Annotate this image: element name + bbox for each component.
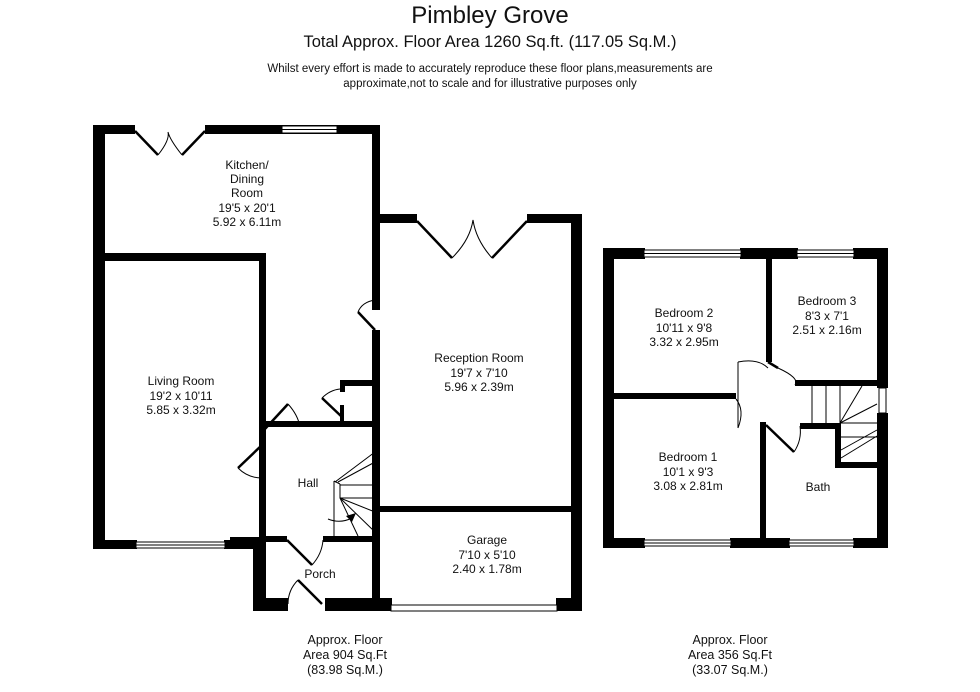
disclaimer-line-2: approximate,not to scale and for illustr… <box>343 78 637 90</box>
room-label-hall: Hall <box>298 476 319 490</box>
svg-text:5.85 x 3.32m: 5.85 x 3.32m <box>146 403 215 417</box>
svg-text:19'5 x 20'1: 19'5 x 20'1 <box>218 201 276 215</box>
svg-text:Bedroom 2: Bedroom 2 <box>655 306 714 320</box>
ground-floor-plan <box>93 125 582 612</box>
svg-text:Reception Room: Reception Room <box>434 351 523 365</box>
room-label-reception-room: Reception Room 19'7 x 7'10 5.96 x 2.39m <box>434 351 523 394</box>
svg-text:10'11 x 9'8: 10'11 x 9'8 <box>656 321 713 335</box>
plan-title: Pimbley Grove <box>411 2 569 29</box>
first-floor-area-line-1: Approx. Floor <box>692 633 768 647</box>
landing-staircase <box>811 385 878 459</box>
svg-text:7'10 x 5'10: 7'10 x 5'10 <box>458 548 516 562</box>
svg-text:Porch: Porch <box>304 567 335 581</box>
room-label-garage: Garage 7'10 x 5'10 2.40 x 1.78m <box>452 533 521 576</box>
garage-door <box>390 604 558 612</box>
ground-floor-area: Approx. Floor Area 904 Sq.Ft (83.98 Sq.M… <box>265 633 425 678</box>
room-label-porch: Porch <box>304 567 335 581</box>
svg-text:19'2 x 10'11: 19'2 x 10'11 <box>149 389 212 403</box>
svg-text:5.92 x 6.11m: 5.92 x 6.11m <box>213 215 281 229</box>
hall-staircase <box>327 451 376 537</box>
room-label-bedroom-1: Bedroom 1 10'1 x 9'3 3.08 x 2.81m <box>653 450 722 493</box>
svg-text:Garage: Garage <box>467 533 507 547</box>
svg-text:5.96 x 2.39m: 5.96 x 2.39m <box>444 380 513 394</box>
svg-text:2.51 x 2.16m: 2.51 x 2.16m <box>792 323 861 337</box>
landing-window <box>878 387 887 414</box>
svg-text:Room: Room <box>231 186 263 200</box>
svg-text:Bedroom 3: Bedroom 3 <box>798 294 857 308</box>
room-label-bedroom-2: Bedroom 2 10'11 x 9'8 3.32 x 2.95m <box>649 306 718 349</box>
ground-floor-area-line-1: Approx. Floor <box>307 633 383 647</box>
total-floor-area: Total Approx. Floor Area 1260 Sq.ft. (11… <box>303 33 677 51</box>
svg-text:8'3 x 7'1: 8'3 x 7'1 <box>805 309 849 323</box>
first-floor-area: Approx. Floor Area 356 Sq.Ft (33.07 Sq.M… <box>650 633 810 678</box>
svg-text:Kitchen/: Kitchen/ <box>225 158 269 172</box>
ground-floor-area-line-3: (83.98 Sq.M.) <box>307 663 383 677</box>
first-floor-area-line-2: Area 356 Sq.Ft <box>687 648 773 662</box>
room-label-bedroom-3: Bedroom 3 8'3 x 7'1 2.51 x 2.16m <box>792 294 861 337</box>
svg-text:Hall: Hall <box>298 476 319 490</box>
svg-text:Living Room: Living Room <box>148 374 215 388</box>
room-label-bath: Bath <box>806 480 831 494</box>
room-label-living-room: Living Room 19'2 x 10'11 5.85 x 3.32m <box>146 374 215 417</box>
first-floor-area-line-3: (33.07 Sq.M.) <box>692 663 768 677</box>
first-floor-plan <box>603 248 888 548</box>
svg-text:19'7 x 7'10: 19'7 x 7'10 <box>450 366 508 380</box>
svg-text:Bedroom 1: Bedroom 1 <box>659 450 718 464</box>
svg-text:3.08 x 2.81m: 3.08 x 2.81m <box>653 479 722 493</box>
svg-text:3.32 x 2.95m: 3.32 x 2.95m <box>649 335 718 349</box>
disclaimer-line-1: Whilst every effort is made to accuratel… <box>267 63 713 75</box>
ground-floor-area-line-2: Area 904 Sq.Ft <box>302 648 388 662</box>
svg-text:10'1 x 9'3: 10'1 x 9'3 <box>663 465 714 479</box>
svg-text:Bath: Bath <box>806 480 831 494</box>
svg-text:2.40 x 1.78m: 2.40 x 1.78m <box>452 562 521 576</box>
svg-text:Dining: Dining <box>230 172 264 186</box>
room-label-kitchen: Kitchen/ Dining Room 19'5 x 20'1 5.92 x … <box>213 158 281 229</box>
